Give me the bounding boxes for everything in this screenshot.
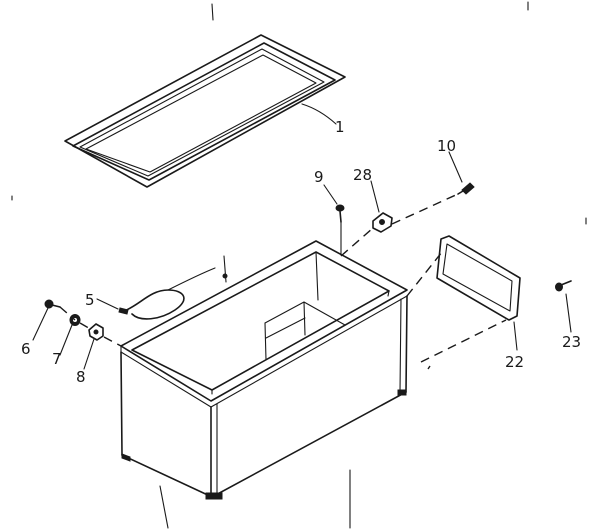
callout-9: 9 — [314, 168, 324, 186]
callout-10: 10 — [437, 137, 456, 155]
callout-22: 22 — [505, 353, 524, 371]
screw-9 — [335, 204, 345, 256]
callout-5: 5 — [85, 291, 95, 309]
callout-8: 8 — [76, 368, 86, 386]
power-cord — [118, 255, 228, 320]
leader-lines — [32, 103, 572, 370]
callout-7: 7 — [52, 350, 62, 368]
screw-10 — [457, 182, 475, 195]
access-cover-22 — [436, 235, 521, 321]
cabinet-body — [120, 240, 408, 500]
callout-1: 1 — [335, 118, 345, 136]
callout-labels: 1 5 6 7 8 9 10 22 23 28 — [21, 118, 581, 386]
screw-6 — [44, 299, 61, 309]
screw-23 — [555, 280, 572, 292]
lid-gasket — [64, 34, 346, 188]
scan-marks — [11, 1, 587, 529]
callout-23: 23 — [562, 333, 581, 351]
hinge-28 — [372, 212, 393, 233]
callout-6: 6 — [21, 340, 31, 358]
callout-28: 28 — [353, 166, 372, 184]
hinge-bracket-8 — [88, 323, 104, 341]
assembly-lines — [59, 193, 507, 370]
